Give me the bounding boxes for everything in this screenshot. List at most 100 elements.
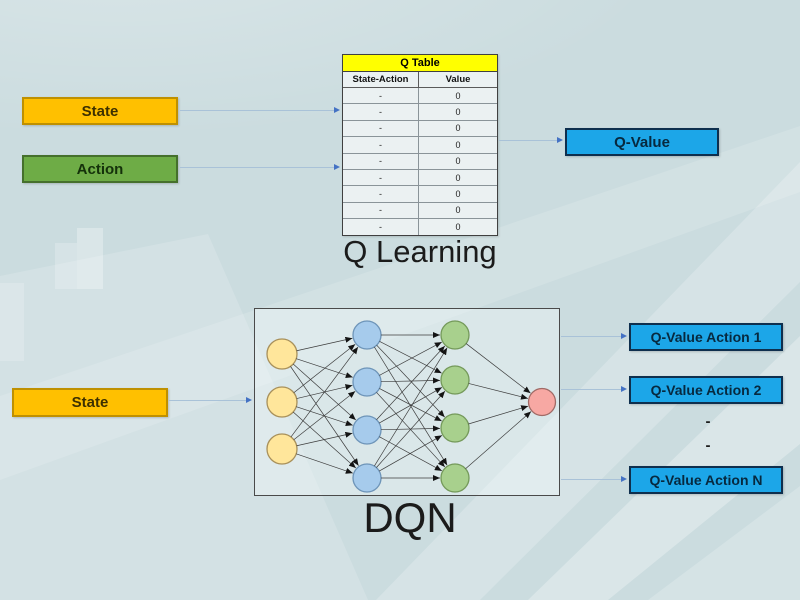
ellipsis-dash: - <box>705 413 711 430</box>
action-box: Action <box>22 155 178 183</box>
arrow-action-to-table <box>180 163 340 170</box>
state-action-cell: - <box>343 88 419 104</box>
action-label: Action <box>76 160 124 178</box>
input-layer-node <box>266 338 298 370</box>
neural-network-box <box>254 308 560 496</box>
network-connection <box>379 341 442 376</box>
background-shape <box>55 243 77 289</box>
network-connection <box>296 431 353 447</box>
state-action-cell: - <box>343 186 419 202</box>
network-connection <box>380 377 441 384</box>
value-cell: 0 <box>455 221 461 232</box>
q-value-action-1-box: Q-Value Action 1 <box>629 323 783 351</box>
hidden-layer-1-node <box>352 367 382 397</box>
network-connection <box>292 411 357 469</box>
hidden-layer-2-node <box>440 413 470 443</box>
state-action-cell: - <box>343 104 419 120</box>
value-cell: 0 <box>455 156 461 167</box>
state-label: State <box>71 394 109 411</box>
background-shape <box>0 283 24 361</box>
q-value-label: Q-Value <box>614 133 670 151</box>
input-layer-node <box>266 386 298 418</box>
network-svg <box>266 320 557 493</box>
network-connection <box>296 336 353 352</box>
hidden-layer-2-node <box>440 365 470 395</box>
q-value-action-2-box: Q-Value Action 2 <box>629 376 783 404</box>
network-connection <box>374 346 448 466</box>
table-row: -0 <box>343 104 497 121</box>
network-connection <box>290 346 359 438</box>
arrow-network-to-action1 <box>561 332 627 339</box>
state-box-bottom: State <box>12 388 168 417</box>
q-learning-title: Q Learning <box>343 234 497 269</box>
network-connection <box>379 436 442 472</box>
network-connection <box>376 345 446 420</box>
q-value-action-n-box: Q-Value Action N <box>629 466 783 494</box>
value-cell: 0 <box>455 107 461 118</box>
state-box-top: State <box>22 97 178 125</box>
arrow-table-to-qvalue <box>499 136 563 143</box>
state-action-cell: - <box>343 137 419 153</box>
q-value-action-2-label: Q-Value Action 2 <box>650 382 762 398</box>
arrow-state-to-table <box>180 106 340 113</box>
value-cell: 0 <box>455 189 461 200</box>
table-row: -0 <box>343 153 497 170</box>
table-row: -0 <box>343 120 497 138</box>
network-connection <box>468 405 529 425</box>
output-layer-node <box>527 387 557 417</box>
dqn-title: DQN <box>363 494 457 541</box>
table-row: -0 <box>343 137 497 154</box>
arrow-network-to-actionN <box>561 475 627 482</box>
q-table-body: -0-0-0-0-0-0-0-0-0 <box>343 88 497 235</box>
q-table-title: Q Table <box>343 55 497 72</box>
network-connection <box>379 341 442 374</box>
hidden-layer-1-node <box>352 415 382 445</box>
network-connection <box>374 347 448 467</box>
column-header-state-action: State-Action <box>343 72 419 87</box>
table-row: -0 <box>343 88 497 105</box>
network-connection <box>378 387 443 424</box>
q-table: Q Table State-Action Value -0-0-0-0-0-0-… <box>342 54 498 236</box>
state-action-cell: - <box>343 120 419 137</box>
network-connection <box>378 435 443 472</box>
hidden-layer-1-node <box>352 320 382 350</box>
q-value-action-1-label: Q-Value Action 1 <box>650 329 762 345</box>
input-layer-node <box>266 433 298 465</box>
network-connection <box>376 390 446 468</box>
hidden-layer-2-node <box>440 320 470 350</box>
ellipsis-dash: - <box>705 437 711 454</box>
value-cell: 0 <box>455 90 461 101</box>
hidden-layer-2-node <box>440 463 470 493</box>
network-connection <box>380 425 441 432</box>
network-connection <box>296 453 353 474</box>
state-action-cell: - <box>343 153 419 169</box>
q-value-action-n-label: Q-Value Action N <box>649 472 763 488</box>
value-cell: 0 <box>455 123 461 134</box>
network-connection <box>465 343 531 394</box>
table-row: -0 <box>343 169 497 187</box>
q-table-column-headers: State-Action Value <box>343 72 497 88</box>
value-cell: 0 <box>455 205 461 216</box>
state-label: State <box>81 102 119 120</box>
value-cell: 0 <box>455 172 461 183</box>
network-connection <box>293 344 356 393</box>
state-action-cell: - <box>343 202 419 219</box>
table-row: -0 <box>343 219 497 235</box>
network-connection <box>379 388 442 422</box>
state-action-cell: - <box>343 169 419 186</box>
column-header-value: Value <box>445 74 471 85</box>
state-action-cell: - <box>343 219 419 235</box>
arrow-state-to-network <box>169 396 252 403</box>
background-shape <box>77 228 103 289</box>
network-connection <box>296 358 353 378</box>
network-connection <box>296 406 353 426</box>
arrow-network-to-action2 <box>561 385 627 392</box>
network-connection <box>465 411 532 470</box>
network-connection <box>293 391 356 440</box>
hidden-layer-1-node <box>352 463 382 493</box>
network-connection <box>468 383 529 400</box>
table-row: -0 <box>343 202 497 220</box>
table-row: -0 <box>343 186 497 203</box>
q-value-box: Q-Value <box>565 128 719 156</box>
